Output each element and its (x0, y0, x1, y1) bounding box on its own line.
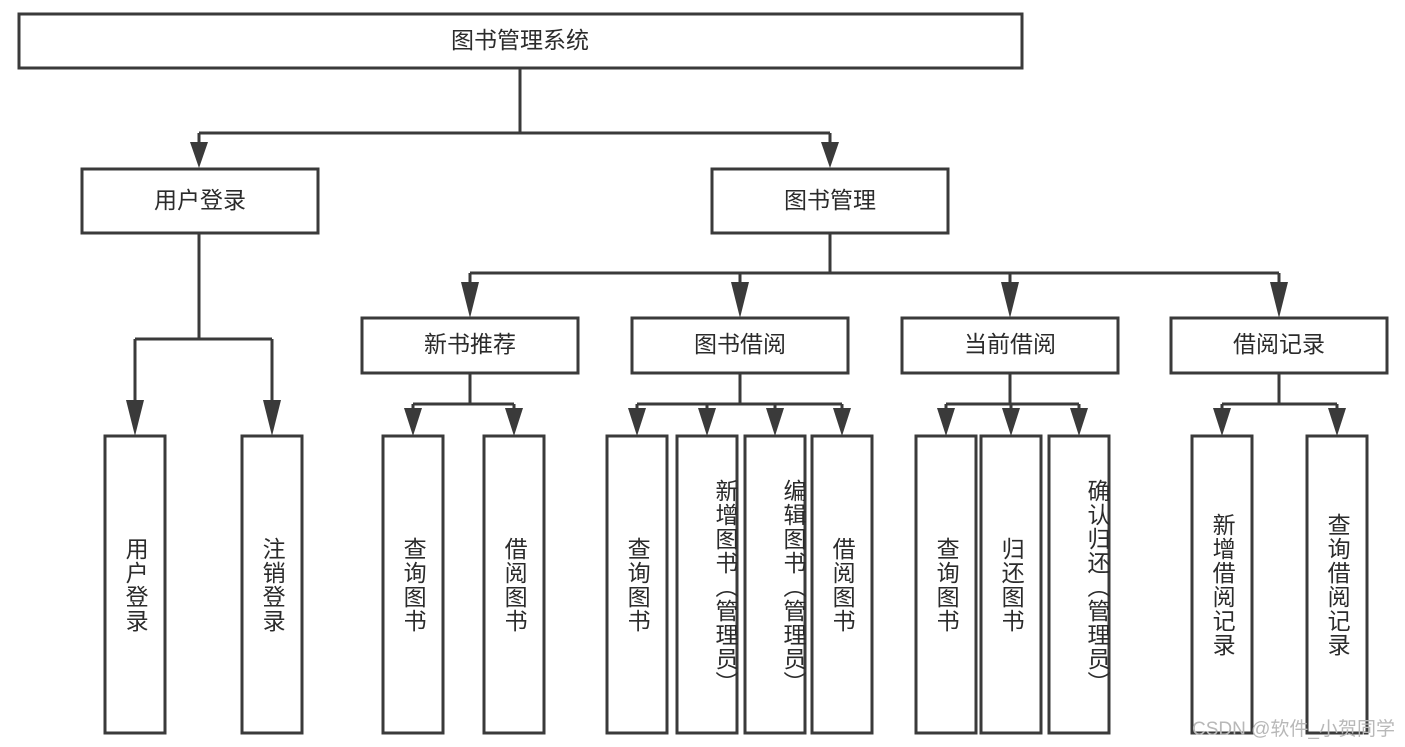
connector-root-to-level2 (190, 68, 839, 168)
connector-newbook-to-leaves (404, 373, 523, 436)
node-book-borrow-label: 图书借阅 (694, 331, 786, 357)
node-leaf-user-login[interactable] (103, 434, 167, 735)
arrow-head-icon (937, 408, 955, 436)
node-leaf-return-book[interactable] (979, 434, 1043, 735)
arrow-head-icon (190, 142, 208, 168)
arrow-head-icon (505, 408, 523, 436)
node-leaf-query-book-1[interactable] (381, 434, 445, 735)
arrow-head-icon (263, 400, 281, 436)
node-leaf-confirm-return[interactable] (1047, 434, 1111, 735)
arrow-head-icon (1070, 408, 1088, 436)
node-leaf-borrow-book-1[interactable] (482, 434, 546, 735)
arrow-head-icon (1328, 408, 1346, 436)
node-leaf-query-book-3[interactable] (914, 434, 978, 735)
connector-userlogin-to-leaves (126, 233, 281, 436)
arrow-head-icon (461, 282, 479, 318)
arrow-head-icon (731, 282, 749, 318)
arrow-head-icon (126, 400, 144, 436)
node-leaf-borrow-book-2[interactable] (810, 434, 874, 735)
node-leaf-query-book-2[interactable] (605, 434, 669, 735)
leaf-boxes (103, 434, 1369, 735)
node-user-login-label: 用户登录 (154, 187, 246, 213)
arrow-head-icon (1002, 408, 1020, 436)
connector-currentborrow-to-leaves (937, 373, 1088, 436)
node-leaf-edit-book[interactable] (743, 434, 807, 735)
node-new-book-recommend-label: 新书推荐 (424, 331, 516, 357)
node-new-book-recommend[interactable]: 新书推荐 (360, 316, 580, 375)
node-book-management-label: 图书管理 (784, 187, 876, 213)
arrow-head-icon (404, 408, 422, 436)
arrow-head-icon (1213, 408, 1231, 436)
node-leaf-add-record[interactable] (1190, 434, 1254, 735)
node-root[interactable]: 图书管理系统 (17, 12, 1024, 70)
node-borrow-record-label: 借阅记录 (1233, 331, 1325, 357)
arrow-head-icon (1001, 282, 1019, 318)
node-leaf-query-record[interactable] (1305, 434, 1369, 735)
node-book-borrow[interactable]: 图书借阅 (630, 316, 850, 375)
node-borrow-record[interactable]: 借阅记录 (1169, 316, 1389, 375)
watermark-text: CSDN @软件_小贺同学 (1192, 719, 1395, 740)
node-book-management[interactable]: 图书管理 (710, 167, 950, 235)
node-leaf-add-book[interactable] (675, 434, 739, 735)
node-root-label: 图书管理系统 (451, 27, 589, 53)
connector-borrowrecord-to-leaves (1213, 373, 1346, 436)
arrow-head-icon (833, 408, 851, 436)
node-current-borrow[interactable]: 当前借阅 (900, 316, 1120, 375)
node-user-login[interactable]: 用户登录 (80, 167, 320, 235)
node-leaf-logout-login[interactable] (240, 434, 304, 735)
connector-bookborrow-to-leaves (628, 373, 851, 436)
arrow-head-icon (821, 142, 839, 168)
arrow-head-icon (1270, 282, 1288, 318)
arrow-head-icon (698, 408, 716, 436)
node-current-borrow-label: 当前借阅 (964, 331, 1056, 357)
connector-bookmgmt-to-level3 (461, 233, 1288, 318)
arrow-head-icon (628, 408, 646, 436)
arrow-head-icon (766, 408, 784, 436)
